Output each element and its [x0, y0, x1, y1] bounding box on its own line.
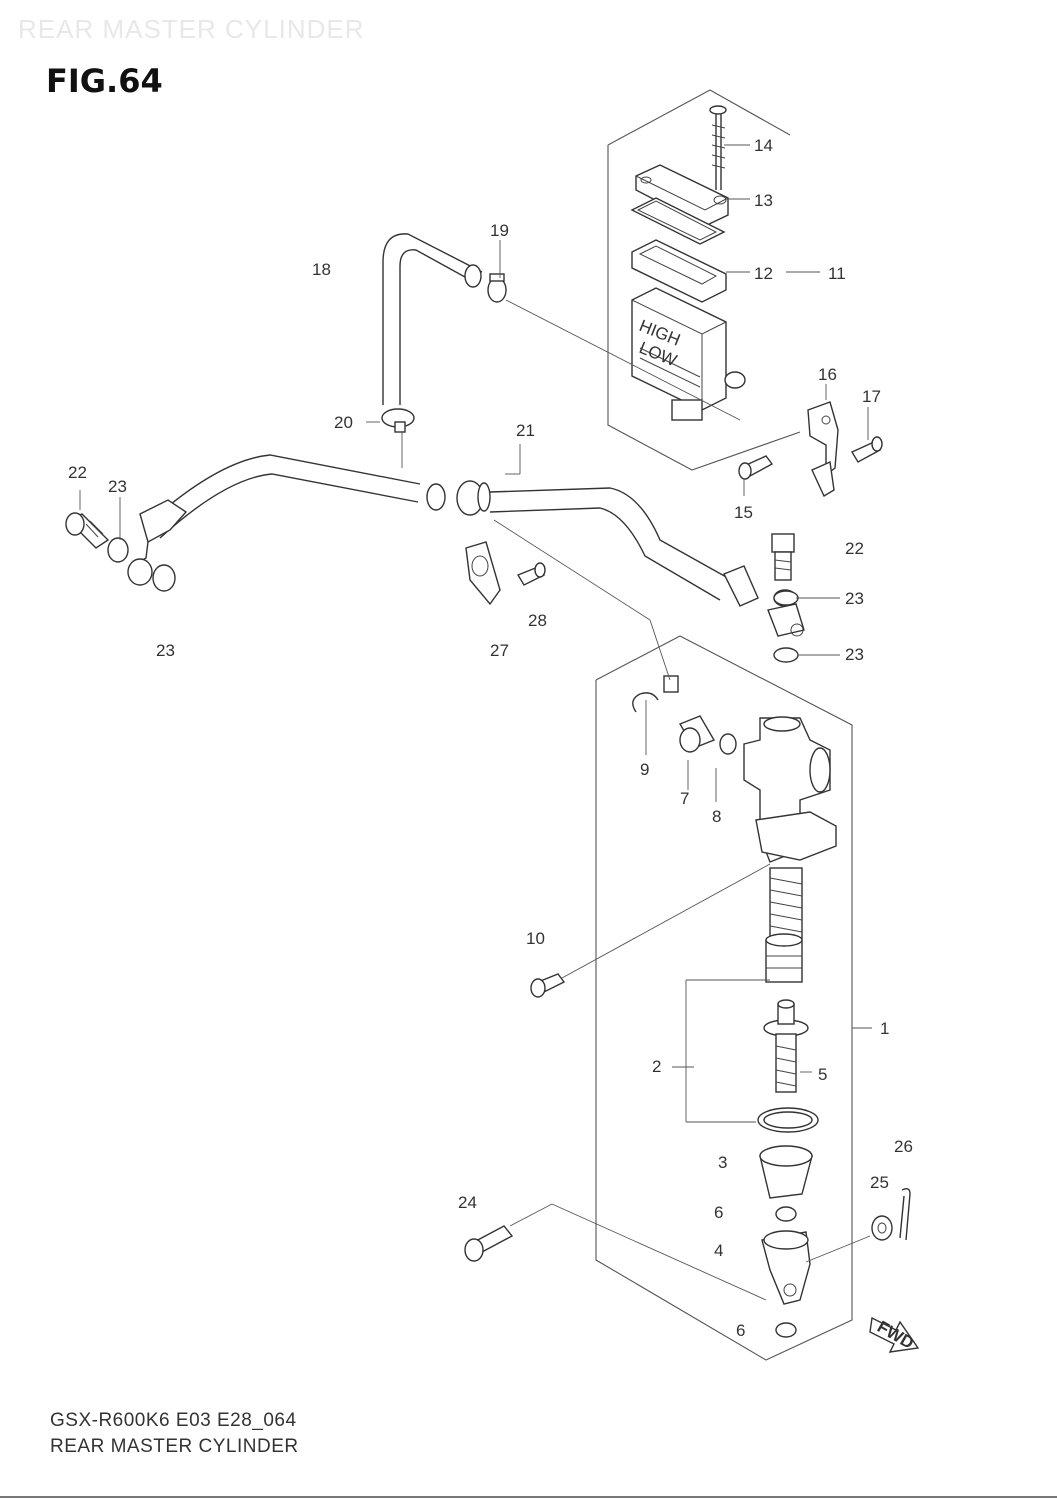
- bottom-rule: [0, 1496, 1057, 1498]
- callout-21: 21: [516, 421, 535, 440]
- part-25-washer: [871, 1215, 893, 1241]
- part-21-brake-hose: [139, 454, 759, 607]
- callout-3: 3: [718, 1153, 727, 1172]
- part-20-hose-clamp: [381, 408, 415, 433]
- callout-10: 10: [526, 929, 545, 948]
- callout-2: 2: [652, 1057, 661, 1076]
- master-cylinder-frame: [595, 635, 853, 1361]
- part-3-dust-boot: [759, 1145, 813, 1199]
- part-12-diaphragm: [631, 239, 727, 303]
- callout-18: 18: [312, 260, 331, 279]
- callout-6-lower: 6: [736, 1321, 745, 1340]
- callout-16: 16: [818, 365, 837, 384]
- part-13-reservoir-cap: [635, 164, 729, 227]
- part-22-banjo-bolt-left: [65, 512, 110, 549]
- callout-labels: 1 2 3 4 5 6 6 7 8 9 10 11 12 13 14 15 16…: [68, 136, 913, 1340]
- part-14-screw: [709, 105, 727, 190]
- part-10-bolt: [530, 973, 566, 998]
- part-16-reservoir-bracket: [807, 401, 839, 498]
- callout-5: 5: [818, 1065, 827, 1084]
- callout-23-right-bottom: 23: [845, 645, 864, 664]
- part-22-banjo-bolt-right: [771, 533, 795, 581]
- leader-lines: [79, 144, 872, 1301]
- callout-24: 24: [458, 1193, 477, 1212]
- part-6-nut-lower: [775, 1322, 797, 1338]
- callout-22-left: 22: [68, 463, 87, 482]
- callout-12: 12: [754, 264, 773, 283]
- figure-title: FIG.64: [46, 62, 163, 100]
- part-5-pushrod: [763, 999, 809, 1093]
- reservoir-assembly-frame: [607, 89, 801, 471]
- part-19-hose-clamp: [487, 273, 507, 303]
- forward-direction-arrow: FWD: [869, 1316, 920, 1353]
- part-6-nut-upper: [775, 1206, 797, 1222]
- reservoir-body: HIGH LOW: [631, 287, 746, 421]
- part-24-clevis-pin: [464, 1225, 514, 1262]
- part-17-bolt: [850, 436, 883, 463]
- part-8-o-ring: [719, 733, 737, 755]
- callout-4: 4: [714, 1241, 723, 1260]
- piston-circlip: [757, 1107, 819, 1133]
- callout-25: 25: [870, 1173, 889, 1192]
- footer-assembly-name: REAR MASTER CYLINDER: [50, 1436, 299, 1457]
- callout-14: 14: [754, 136, 773, 155]
- callout-1: 1: [880, 1019, 889, 1038]
- callout-13: 13: [754, 191, 773, 210]
- callout-23-left-top: 23: [108, 477, 127, 496]
- part-27-hose-clamp: [465, 541, 501, 606]
- part-9-circlip: [632, 692, 659, 713]
- callout-22-right: 22: [845, 539, 864, 558]
- callout-7: 7: [680, 789, 689, 808]
- part-7-inlet-connector: [678, 715, 716, 753]
- part-26-cotter-pin: [899, 1187, 911, 1241]
- callout-19: 19: [490, 221, 509, 240]
- watermark-title: REAR MASTER CYLINDER: [18, 14, 365, 44]
- callout-26: 26: [894, 1137, 913, 1156]
- master-cylinder-body: [743, 716, 837, 863]
- callout-8: 8: [712, 807, 721, 826]
- callout-6-upper: 6: [714, 1203, 723, 1222]
- callout-9: 9: [640, 760, 649, 779]
- callout-17: 17: [862, 387, 881, 406]
- callout-28: 28: [528, 611, 547, 630]
- part-2-piston: [765, 933, 803, 983]
- inlet-nipple: [663, 675, 679, 693]
- callout-27: 27: [490, 641, 509, 660]
- piston-spring: [769, 867, 803, 939]
- part-15-bolt: [738, 455, 774, 480]
- part-11-reservoir-plate: [630, 197, 726, 245]
- callout-11: 11: [828, 264, 846, 283]
- callout-23-left-bottom: 23: [156, 641, 175, 660]
- part-18-reservoir-hose: [382, 233, 483, 405]
- part-23-washers-right: [773, 590, 799, 663]
- part-28-bolt: [516, 562, 546, 586]
- callout-23-right-top: 23: [845, 589, 864, 608]
- callout-20: 20: [334, 413, 353, 432]
- part-4-clevis: [761, 1230, 811, 1305]
- left-banjo-fitting: [107, 537, 176, 592]
- footer-model-code: GSX-R600K6 E03 E28_064: [50, 1410, 297, 1431]
- callout-15: 15: [734, 503, 753, 522]
